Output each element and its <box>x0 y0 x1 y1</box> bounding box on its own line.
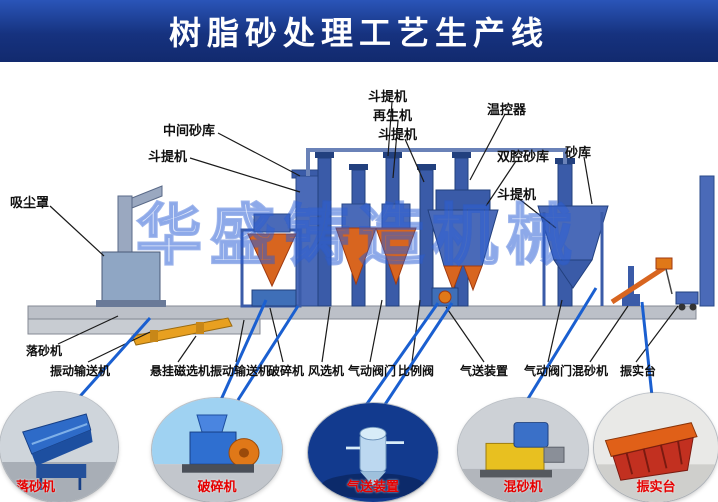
row-label-air-separator: 风选机 <box>308 364 345 378</box>
label-bucket-elevator-right: 斗提机 <box>497 187 537 202</box>
label-regenerator: 再生机 <box>373 108 413 123</box>
label-bucket-elevator-mid: 斗提机 <box>378 127 418 142</box>
mixer-crane <box>610 257 699 311</box>
label-thermostat: 温控器 <box>487 102 527 117</box>
label-sand-silo: 砂库 <box>565 145 592 160</box>
row-label-crusher: 破碎机 <box>268 364 305 378</box>
row-label-magnet-separator: 悬挂磁选机 <box>150 364 211 378</box>
row-label-shakeout: 落砂机 <box>26 344 63 358</box>
title-bar: 树脂砂处理工艺生产线 <box>0 0 718 62</box>
detail-oval-mixer: 混砂机 <box>458 398 588 502</box>
label-dust-hood: 吸尘罩 <box>10 195 50 210</box>
row-label-proportional-valve: 比例阀 <box>398 364 435 378</box>
row-label-vib-conveyor-1: 振动输送机 <box>50 364 111 378</box>
regenerator-cones <box>335 203 417 286</box>
watermark: 华盛铸造机械 <box>135 197 580 273</box>
detail-oval-shakeout: 落砂机 <box>0 392 118 502</box>
label-bucket-elevator-top: 斗提机 <box>368 89 408 104</box>
label-bucket-elevator-left: 斗提机 <box>148 149 188 164</box>
oval-label-air-conveyor: 气送装置 <box>346 479 400 494</box>
double-chamber-silo <box>427 189 499 292</box>
page-title: 树脂砂处理工艺生产线 <box>168 15 549 51</box>
detail-oval-air-conveyor: 气送装置 <box>308 403 438 502</box>
label-intermediate-silo: 中间砂库 <box>163 123 216 138</box>
row-label-mixer: 混砂机 <box>572 364 609 378</box>
oval-label-shakeout: 落砂机 <box>16 479 56 494</box>
floor-machines <box>251 287 459 307</box>
dust-hood-machine <box>96 185 166 307</box>
row-label-vib-conveyor-2: 振动输送机 <box>210 364 271 378</box>
sand-silo-machine <box>537 205 609 306</box>
row-label-air-conveyor: 气送装置 <box>460 364 509 378</box>
oval-label-crusher: 破碎机 <box>197 479 237 494</box>
air-conveyor-photo <box>308 403 438 502</box>
connector-lines <box>64 287 654 413</box>
row-label-pneumatic-valve-2: 气动阀门 <box>524 364 573 378</box>
detail-oval-compaction-table: 振实台 <box>594 393 718 502</box>
label-double-chamber-silo: 双腔砂库 <box>497 149 550 164</box>
oval-label-mixer: 混砂机 <box>503 479 543 494</box>
platform <box>27 305 697 335</box>
vibrating-conveyor <box>131 317 233 346</box>
detail-oval-crusher: 破碎机 <box>152 398 282 502</box>
callout-lines <box>49 101 679 363</box>
oval-label-compaction-table: 振实台 <box>636 479 676 494</box>
row-label-pneumatic-valve-1: 气动阀门 <box>348 364 397 378</box>
row-label-compaction-table: 振实台 <box>620 364 657 378</box>
